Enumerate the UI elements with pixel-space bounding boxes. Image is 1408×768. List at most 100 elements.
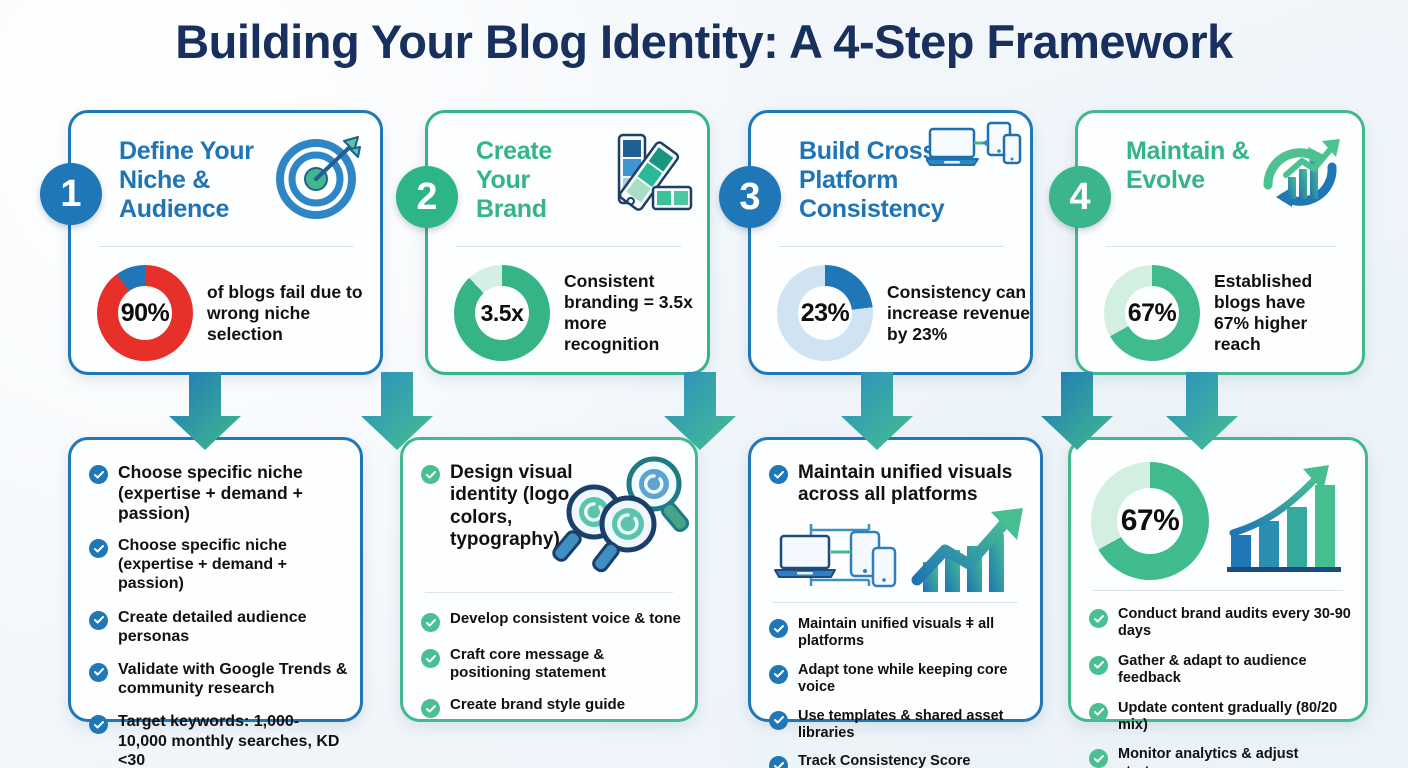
panel-feature-text-3: Maintain unified visuals across all plat… xyxy=(798,462,1013,506)
detail-panel-1[interactable]: Choose specific niche (expertise + deman… xyxy=(68,437,363,768)
list-item-label: Conduct brand audits every 30-90 days xyxy=(1118,606,1351,640)
step-badge-1[interactable]: 1 xyxy=(40,163,102,225)
list-item[interactable]: Validate with Google Trends & community … xyxy=(89,660,348,698)
check-icon xyxy=(1089,749,1108,768)
step-title-3: Build Cross-Platform Consistency xyxy=(799,137,945,223)
list-item[interactable]: Craft core message & positioning stateme… xyxy=(421,646,683,682)
stat-text-4: Established blogs have 67% higher reach xyxy=(1214,271,1313,354)
list-item[interactable]: Use templates & shared asset libraries xyxy=(769,708,1028,743)
list-item[interactable]: Track Consistency Score monthly xyxy=(769,753,1028,768)
flow-arrow-4 xyxy=(835,372,919,455)
stat-block-3: 23% Consistency can increase revenue by … xyxy=(777,265,1030,361)
donut-chart-panel-4: 67% xyxy=(1091,462,1209,580)
donut-value-1: 90% xyxy=(120,298,170,327)
stat-block-4: 67% Established blogs have 67% higher re… xyxy=(1104,265,1339,361)
check-icon xyxy=(421,699,440,718)
list-item-label: Monitor analytics & adjust strategy xyxy=(1118,746,1299,768)
list-item[interactable]: Target keywords: 1,000-10,000 monthly se… xyxy=(89,712,348,768)
devices-sync-icon xyxy=(925,121,1022,196)
stat-text-1: of blogs fail due to wrong niche selecti… xyxy=(207,281,363,344)
check-icon xyxy=(1089,609,1108,628)
detail-panel-4[interactable]: 67% Conduct brand audits every 30-90 day… xyxy=(1068,437,1368,768)
refresh-growth-icon xyxy=(1250,127,1350,228)
check-icon xyxy=(1089,702,1108,722)
check-icon xyxy=(769,465,788,484)
check-icon xyxy=(421,613,440,632)
panel-feature-1: Choose specific niche (expertise + deman… xyxy=(89,462,351,524)
step-badge-2[interactable]: 2 xyxy=(396,166,458,228)
target-arrow-icon xyxy=(272,127,368,228)
list-item-label: Create detailed audience personas xyxy=(118,608,307,645)
step-title-2: Create Your Brand xyxy=(476,137,553,223)
donut-chart-4: 67% xyxy=(1104,265,1200,361)
flow-arrow-2 xyxy=(355,372,439,455)
list-item[interactable]: Monitor analytics & adjust strategy xyxy=(1089,746,1353,768)
page-title: Building Your Blog Identity: A 4-Step Fr… xyxy=(175,15,1233,68)
donut-growth-chart-icon: 67% xyxy=(1091,462,1351,580)
donut-chart-1: 90% xyxy=(97,265,193,361)
check-icon xyxy=(769,756,788,768)
list-item-label: Update content gradually (80/20 mix) xyxy=(1118,699,1338,733)
color-palette-icon xyxy=(599,127,695,228)
check-icon xyxy=(89,662,108,682)
step-card-2[interactable]: Create Your Brand xyxy=(425,110,710,375)
list-item[interactable]: Create detailed audience personas xyxy=(89,608,348,646)
card-divider-3 xyxy=(779,246,1004,247)
flow-arrow-3 xyxy=(658,372,742,455)
panel-bullets-1: Choose specific niche (expertise + deman… xyxy=(89,536,348,768)
step-badge-3[interactable]: 3 xyxy=(719,166,781,228)
card-divider-2 xyxy=(456,246,681,247)
stat-block-1: 90% of blogs fail due to wrong niche sel… xyxy=(97,265,367,361)
flow-arrow-5 xyxy=(1035,372,1119,455)
step-card-4[interactable]: Maintain & Evolve 67% Established blogs … xyxy=(1075,110,1365,375)
list-item[interactable]: Gather & adapt to audience feedback xyxy=(1089,653,1353,688)
step-badge-4[interactable]: 4 xyxy=(1049,166,1111,228)
devices-growth-chart-icon xyxy=(773,506,1035,603)
check-icon xyxy=(421,649,440,668)
panel-bullets-3: Maintain unified visuals ǂ all platforms… xyxy=(769,616,1028,768)
step-card-1[interactable]: Define Your Niche & Audience 90% of blog… xyxy=(68,110,383,375)
list-item-label: Choose specific niche (expertise + deman… xyxy=(118,537,287,593)
check-icon xyxy=(1089,655,1108,675)
check-icon xyxy=(421,465,440,484)
panel-bullets-2: Develop consistent voice & tone Craft co… xyxy=(421,610,683,727)
list-item-label: Target keywords: 1,000-10,000 monthly se… xyxy=(118,713,340,768)
check-icon xyxy=(769,619,788,638)
card-divider-4 xyxy=(1106,246,1336,247)
donut-value-panel-4: 67% xyxy=(1120,504,1180,537)
list-item[interactable]: Choose specific niche (expertise + deman… xyxy=(89,536,348,594)
growth-bars-icon xyxy=(1227,465,1341,572)
stat-text-2: Consistent branding = 3.5x more recognit… xyxy=(564,271,693,354)
list-item[interactable]: Create brand style guide xyxy=(421,696,683,718)
check-icon xyxy=(89,610,108,630)
list-item[interactable]: Adapt tone while keeping core voice xyxy=(769,662,1028,697)
panel-feature-text-1: Choose specific niche (expertise + deman… xyxy=(118,462,303,524)
list-item[interactable]: Maintain unified visuals ǂ all platforms xyxy=(769,616,1028,651)
list-item[interactable]: Conduct brand audits every 30-90 days xyxy=(1089,606,1353,641)
donut-chart-3: 23% xyxy=(777,265,873,361)
list-item-label: Develop consistent voice & tone xyxy=(450,610,681,627)
panel-divider-2 xyxy=(425,592,673,593)
step-title-4: Maintain & Evolve xyxy=(1126,137,1250,194)
list-item-label: Validate with Google Trends & community … xyxy=(118,660,348,698)
list-item[interactable]: Develop consistent voice & tone xyxy=(421,610,683,632)
check-icon xyxy=(769,710,788,730)
card-divider-1 xyxy=(99,246,354,247)
flow-arrow-1 xyxy=(163,372,247,455)
list-item[interactable]: Update content gradually (80/20 mix) xyxy=(1089,700,1353,735)
panel-divider-3 xyxy=(773,602,1018,603)
donut-value-2: 3.5x xyxy=(480,299,524,326)
detail-panel-3[interactable]: Maintain unified visuals across all plat… xyxy=(748,437,1043,768)
list-item-label: Adapt tone while keeping core voice xyxy=(798,661,1008,696)
donut-value-3: 23% xyxy=(800,298,850,327)
step-card-3[interactable]: Build Cross-Platform Consistency 23% Con… xyxy=(748,110,1033,375)
check-icon xyxy=(89,465,108,484)
panel-feature-3: Maintain unified visuals across all plat… xyxy=(769,462,1013,507)
list-item-label: Use templates & shared asset libraries xyxy=(798,707,1004,741)
check-icon xyxy=(769,664,788,684)
step-title-1: Define Your Niche & Audience xyxy=(119,137,254,223)
detail-panel-2[interactable]: Design visual identity (logo, colors, ty… xyxy=(400,437,698,722)
stat-block-2: 3.5x Consistent branding = 3.5x more rec… xyxy=(454,265,694,361)
check-icon xyxy=(89,539,108,558)
